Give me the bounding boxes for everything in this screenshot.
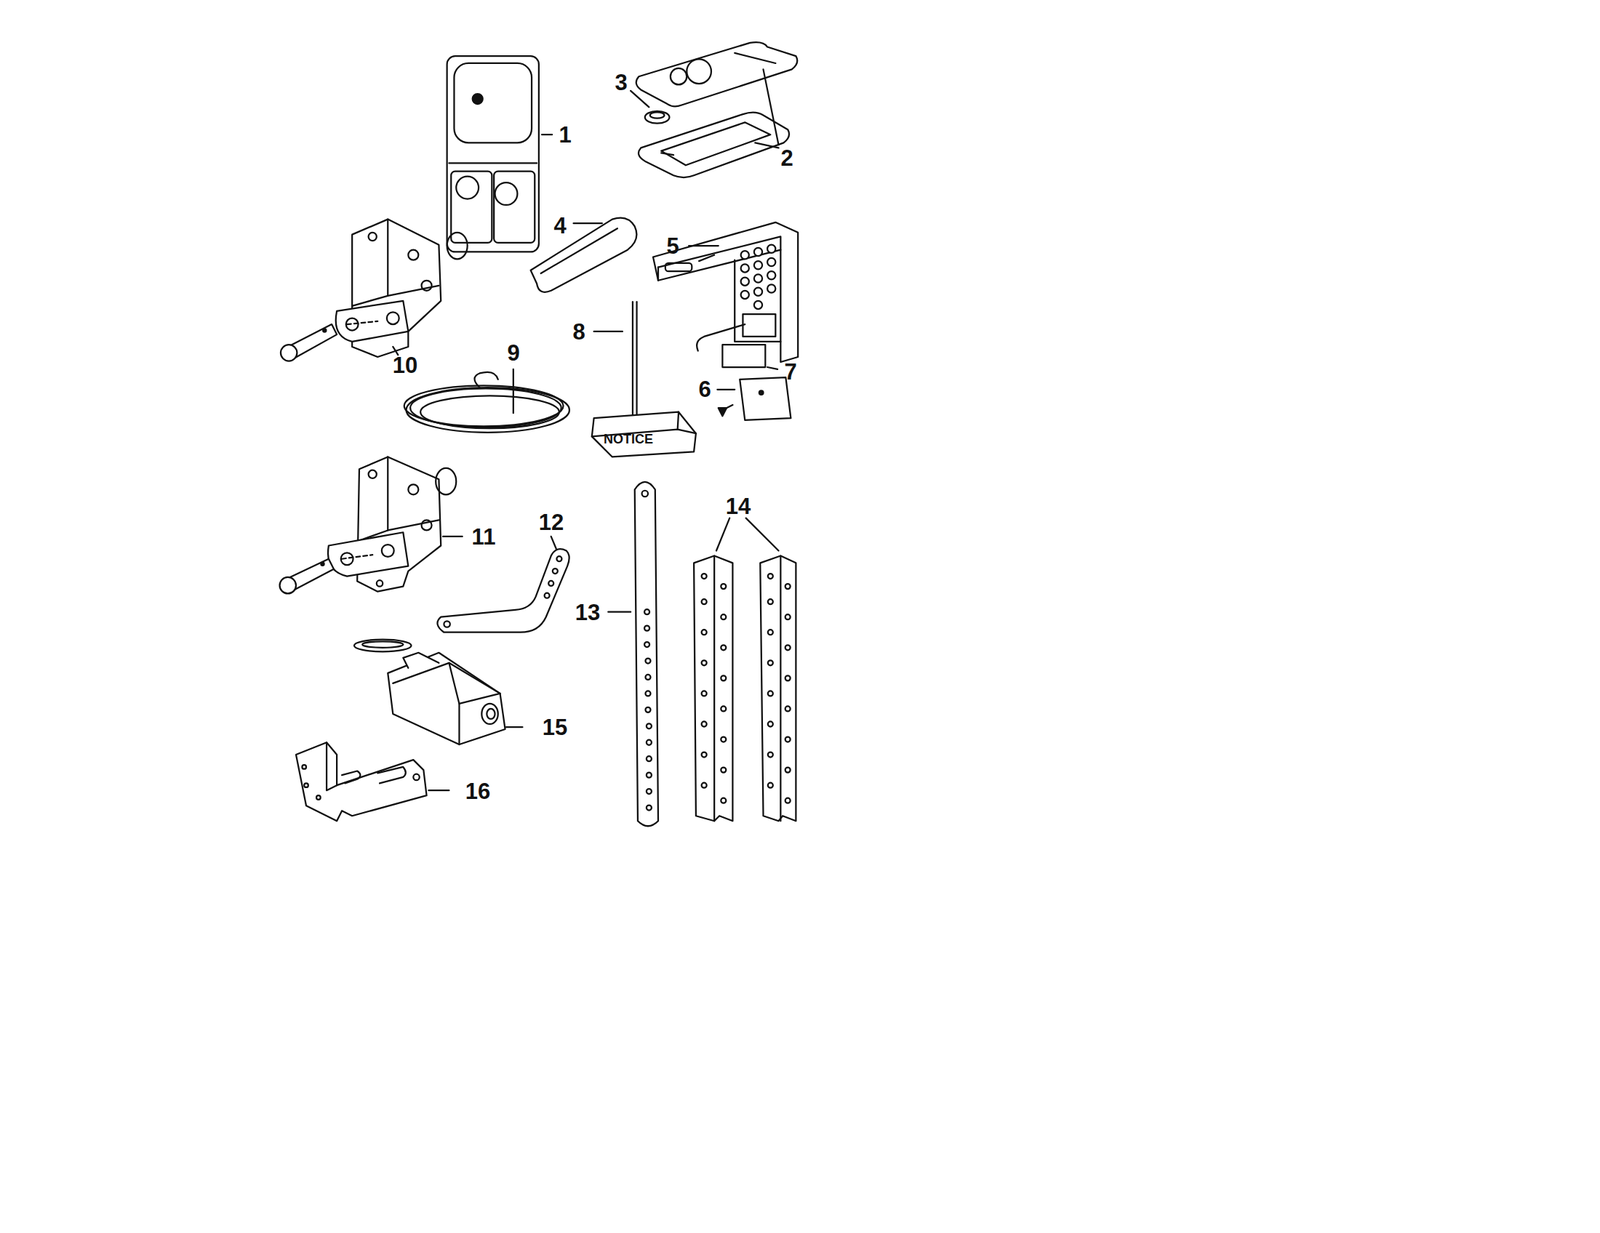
callout-number: 14 — [725, 495, 751, 518]
callout-number: 16 — [465, 780, 491, 803]
callout-number: 9 — [506, 341, 520, 365]
callout-number: 3 — [614, 71, 627, 94]
wire-coil — [404, 369, 570, 433]
callout-number: 15 — [542, 716, 568, 739]
battery — [722, 344, 778, 370]
wall-control — [447, 56, 552, 252]
sensor-bracket — [296, 742, 449, 822]
callout-number: 4 — [553, 214, 566, 238]
callout-number: 1 — [558, 123, 571, 147]
visor-clip — [530, 218, 638, 293]
straight-door-arm — [608, 482, 659, 827]
callout-number: 5 — [666, 234, 679, 258]
cover-plate — [717, 377, 791, 421]
callout-number: 7 — [784, 360, 797, 384]
callout-number: 10 — [392, 354, 418, 377]
curved-door-arm — [437, 536, 569, 633]
callout-number: 6 — [698, 378, 711, 401]
callout-number: 12 — [538, 511, 564, 534]
remote-control — [630, 42, 798, 178]
callout-number: 8 — [572, 320, 585, 344]
angle-iron — [693, 518, 796, 822]
tag-text: NOTICE — [603, 432, 654, 446]
door-bracket — [280, 219, 468, 362]
keypad — [653, 222, 798, 363]
callout-number: 13 — [575, 601, 600, 624]
header-bracket — [280, 456, 463, 594]
callout-number: 2 — [780, 146, 793, 170]
safety-sensor — [354, 640, 523, 745]
notice-tag — [592, 301, 696, 457]
callout-number: 11 — [472, 525, 496, 549]
